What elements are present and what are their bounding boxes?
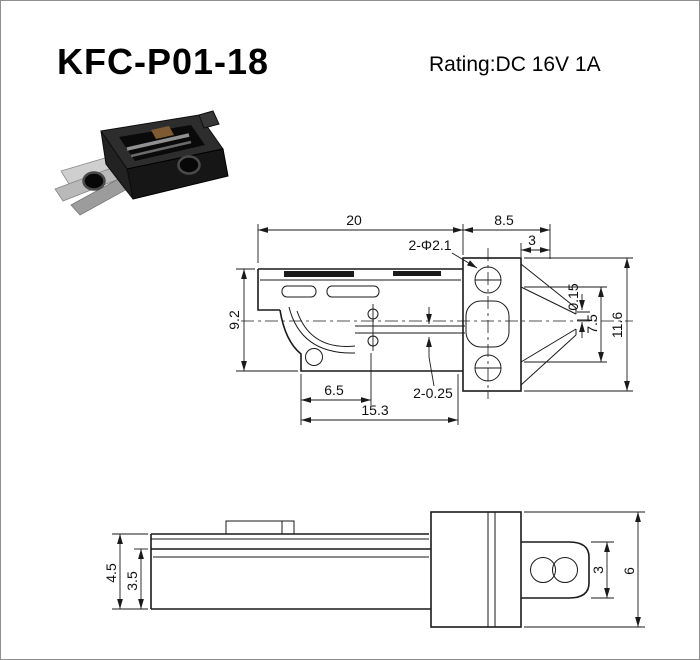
inner-spring [126,133,190,151]
mounting-hole-side [552,557,578,583]
product-photo [54,110,229,216]
dim-9-2: 9.2 [226,310,242,330]
page-title: KFC-P01-18 [57,41,270,82]
switch-cavity [119,125,205,161]
dim-4-5: 4.5 [103,563,119,583]
switch-body-tab [198,110,220,129]
dim-2-0-25: 2-0.25 [413,385,453,401]
inner-spring [130,140,192,158]
dim-15-3: 15.3 [361,402,388,418]
dim-8-5: 8.5 [494,212,514,228]
top-view-drawing: 20 8.5 3 2-Φ2.1 9.2 6.5 15.3 [226,212,633,425]
mounting-hole [82,171,106,191]
mounting-hole-side [530,557,556,583]
rating-label: Rating:DC 16V 1A [429,53,601,76]
dim-11-6: 11.6 [609,312,625,338]
copper-contact [151,126,174,139]
dim-2-phi2-1: 2-Φ2.1 [408,237,451,253]
dim-6-5: 6.5 [324,382,344,398]
dim-3-top: 3 [528,232,536,248]
side-view-drawing: 4.5 3.5 3 6 [103,511,645,628]
mounting-hole [177,155,201,175]
dim-0-15: 0.15 [565,283,581,310]
dim-20: 20 [346,212,362,228]
dim-7-5: 7.5 [584,314,600,334]
dim-3-5: 3.5 [124,571,140,591]
dim-3-side: 3 [590,566,606,574]
dim-6-side: 6 [621,567,637,575]
switch-body-side [100,130,134,200]
